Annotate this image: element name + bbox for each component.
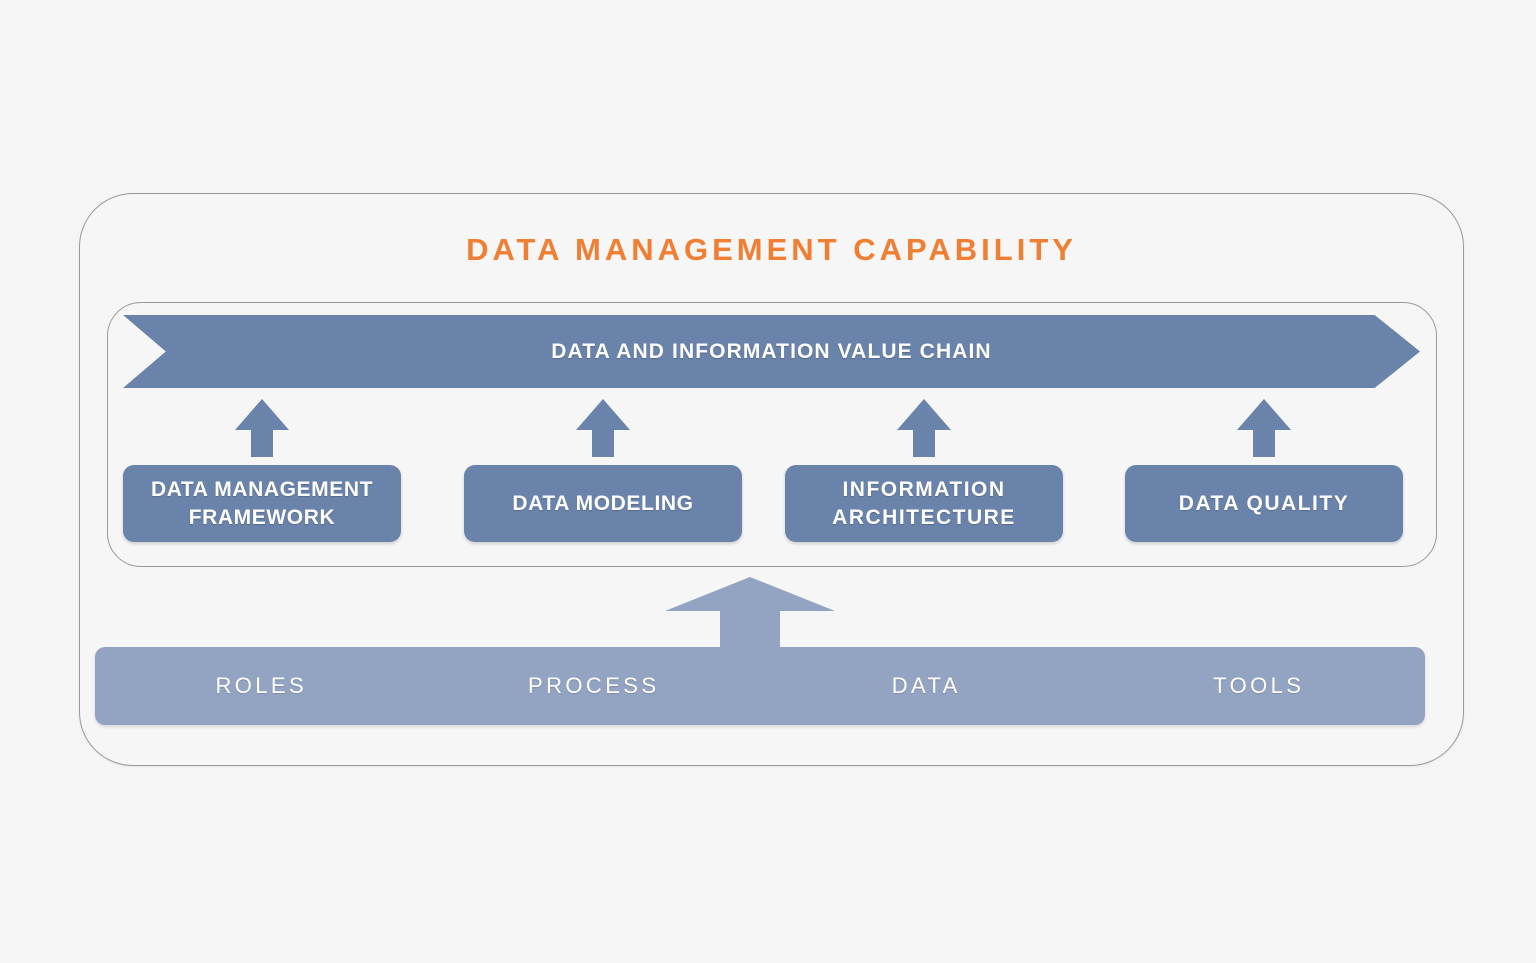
pillar-information-architecture: INFORMATION ARCHITECTURE	[785, 399, 1063, 559]
pillar-label-line-2: ARCHITECTURE	[832, 505, 1016, 529]
pillar-label-line-1: DATA QUALITY	[1178, 491, 1350, 515]
pillar-data-modeling: DATA MODELING	[464, 399, 742, 559]
pillar-label-line-1: DATA MANAGEMENT	[150, 477, 374, 501]
value-chain-label: DATA AND INFORMATION VALUE CHAIN	[551, 339, 992, 363]
foundation-item-tools[interactable]: TOOLS	[1213, 673, 1305, 698]
pillar-label-line-1: INFORMATION	[842, 477, 1006, 501]
up-arrow-icon	[576, 399, 630, 457]
pillar-label-line-1: DATA MODELING	[512, 491, 694, 515]
pillar-box[interactable]: DATA QUALITY	[1125, 465, 1403, 542]
up-arrow-icon	[1237, 399, 1291, 457]
foundation-item-data[interactable]: DATA	[891, 673, 961, 698]
value-chain-banner: DATA AND INFORMATION VALUE CHAIN	[123, 315, 1420, 388]
pillar-data-management-framework: DATA MANAGEMENT FRAMEWORK	[123, 399, 401, 559]
pillar-data-quality: DATA QUALITY	[1125, 399, 1403, 559]
data-management-capability-container: DATA MANAGEMENT CAPABILITY DATA AND INFO…	[79, 193, 1464, 766]
foundation-up-arrow-icon	[665, 577, 835, 647]
up-arrow-icon	[897, 399, 951, 457]
framework-container: DATA AND INFORMATION VALUE CHAIN DATA MA…	[107, 302, 1437, 567]
foundation-item-roles[interactable]: ROLES	[215, 673, 308, 698]
pillar-box[interactable]: DATA MANAGEMENT FRAMEWORK	[123, 465, 401, 542]
foundation-item-process[interactable]: PROCESS	[528, 673, 660, 698]
foundation-bar: ROLES PROCESS DATA TOOLS	[95, 647, 1425, 725]
pillar-box[interactable]: INFORMATION ARCHITECTURE	[785, 465, 1063, 542]
up-arrow-icon	[235, 399, 289, 457]
pillar-label-line-2: FRAMEWORK	[188, 505, 336, 529]
pillar-box[interactable]: DATA MODELING	[464, 465, 742, 542]
page-title: DATA MANAGEMENT CAPABILITY	[466, 232, 1077, 267]
